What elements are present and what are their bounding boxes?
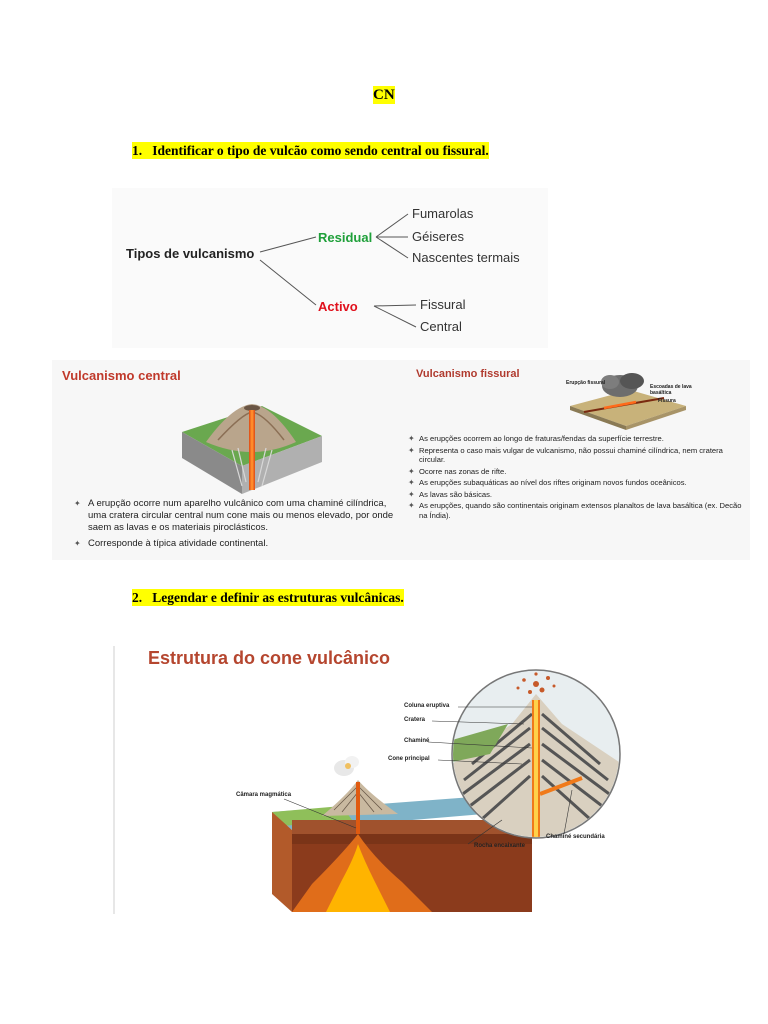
fissural-volcanism-panel: Vulcanismo fissural Erupção fissural Esc… xyxy=(400,360,750,560)
central-volcano-illustration xyxy=(182,404,322,494)
list-item: ✦Corresponde à típica atividade continen… xyxy=(74,538,269,549)
bullet-icon: ✦ xyxy=(408,434,415,443)
list-item: ✦Representa o caso mais vulgar de vulcan… xyxy=(408,445,723,465)
bullet-icon: ✦ xyxy=(408,445,415,455)
figure-title: Estrutura do cone vulcânico xyxy=(148,648,391,668)
fissural-volcano-illustration xyxy=(570,373,686,430)
bullet-icon: ✦ xyxy=(74,499,81,508)
list-item: ✦A erupção ocorre num aparelho vulcânico… xyxy=(74,498,394,533)
volcano-cross-section-illustration xyxy=(113,646,621,914)
fissural-bullet-list: ✦As erupções ocorrem ao longo de fratura… xyxy=(408,434,748,522)
question-2: 2. Legendar e definir as estruturas vulc… xyxy=(132,589,404,606)
central-volcanism-title: Vulcanismo central xyxy=(62,368,181,383)
list-item: ✦As erupções subaquáticas ao nível dos r… xyxy=(408,478,687,487)
bullet-icon: ✦ xyxy=(74,539,81,548)
tree-leaf-nascentes-termais: Nascentes termais xyxy=(412,250,520,265)
label-rocha-encaixante: Rocha encaixante xyxy=(474,843,526,849)
tree-residual-label: Residual xyxy=(318,230,373,245)
bullet-icon: ✦ xyxy=(408,501,415,510)
label-chamine-secundaria: Chaminé secundária xyxy=(546,834,605,840)
label-coluna-eruptiva: Coluna eruptiva xyxy=(404,703,450,709)
central-volcanism-panel: Vulcanismo central ✦A erupção ocorre num… xyxy=(52,360,400,560)
bullet-icon: ✦ xyxy=(408,478,415,487)
label-cratera: Cratera xyxy=(404,717,426,723)
fissural-image-label: Erupção fissural xyxy=(566,380,606,386)
fissural-image-label: Escoadas de lava basáltica xyxy=(650,384,692,396)
bullet-icon: ✦ xyxy=(408,489,415,499)
tree-leaf-geiseres: Géiseres xyxy=(412,229,465,244)
tree-leaf-fumarolas: Fumarolas xyxy=(412,206,474,221)
label-cone-principal: Cone principal xyxy=(388,756,430,762)
question-1: 1. Identificar o tipo de vulcão como sen… xyxy=(132,142,489,159)
label-chamine: Chaminé xyxy=(404,738,430,744)
central-bullet-list: ✦A erupção ocorre num aparelho vulcânico… xyxy=(74,498,394,554)
volcanism-types-diagram: Tipos de vulcanismo Residual Activo Fuma… xyxy=(112,188,548,348)
list-item: ✦Ocorre nas zonas de rifte. xyxy=(408,466,507,476)
fissural-volcanism-title: Vulcanismo fissural xyxy=(416,368,520,380)
tree-activo-label: Activo xyxy=(318,299,358,314)
label-camara-magmatica: Câmara magmática xyxy=(236,792,292,798)
bullet-icon: ✦ xyxy=(408,466,415,476)
tree-leaf-central: Central xyxy=(420,319,462,334)
document-title: CN xyxy=(373,86,395,104)
list-item: ✦As erupções, quando são continentais or… xyxy=(408,501,742,520)
list-item: ✦As erupções ocorrem ao longo de fratura… xyxy=(408,434,664,443)
volcanic-cone-structure-figure: Estrutura do cone vulcânico xyxy=(112,644,652,916)
tree-root-label: Tipos de vulcanismo xyxy=(126,246,255,261)
list-item: ✦As lavas são básicas. xyxy=(408,489,493,499)
tree-connector-lines xyxy=(259,213,417,328)
fissural-image-label: Fissura xyxy=(658,398,676,404)
tree-leaf-fissural: Fissural xyxy=(420,297,466,312)
